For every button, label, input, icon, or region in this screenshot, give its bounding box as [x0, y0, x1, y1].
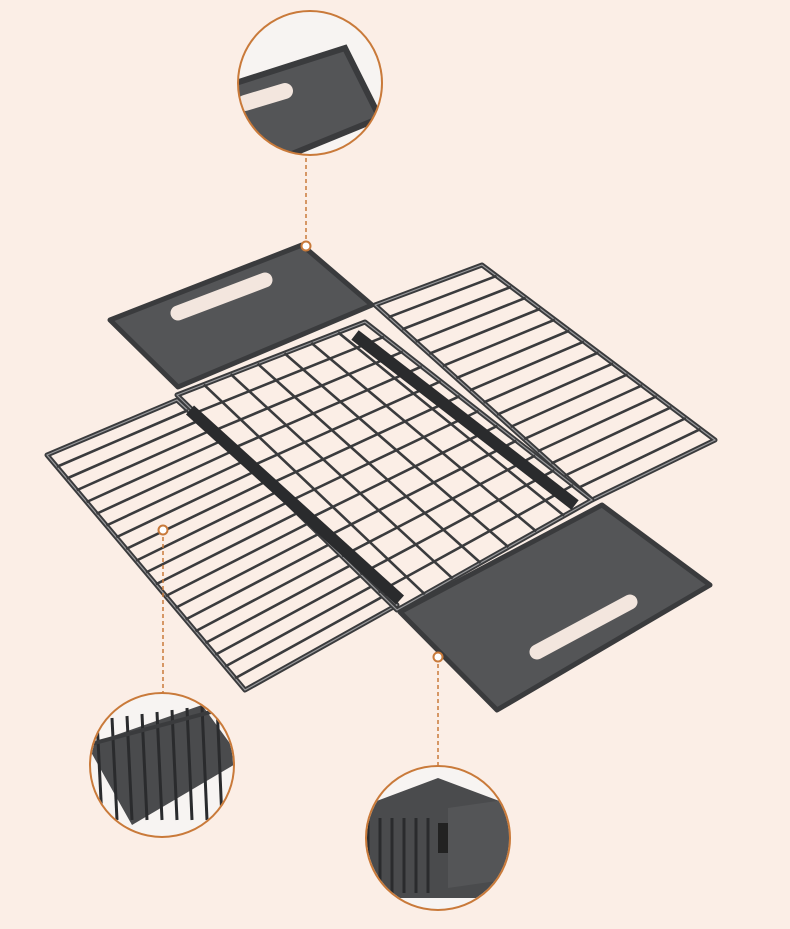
wire — [388, 274, 498, 319]
wire — [95, 450, 233, 515]
wire — [378, 484, 574, 594]
wire — [155, 511, 299, 586]
handle-slot — [170, 272, 273, 321]
handle-slot — [238, 83, 293, 111]
wire — [469, 340, 585, 392]
wire — [234, 593, 387, 680]
wire — [135, 491, 277, 562]
callouts — [89, 10, 511, 911]
wire — [214, 573, 365, 656]
wire — [194, 335, 385, 415]
wire — [170, 709, 179, 821]
callout-board-edge-detail — [237, 10, 383, 252]
callout-dot — [300, 240, 312, 252]
board-panel — [107, 242, 375, 390]
wire — [577, 427, 702, 489]
wire — [202, 383, 426, 596]
hinge-clip — [438, 823, 448, 853]
wire — [537, 395, 658, 453]
wire — [66, 419, 200, 480]
wire — [185, 707, 194, 821]
wire — [204, 562, 354, 645]
top-board — [107, 242, 375, 390]
wire — [231, 365, 423, 450]
wire — [155, 711, 164, 821]
wire — [56, 409, 189, 468]
wire — [286, 409, 480, 504]
callout-dot — [432, 651, 444, 663]
right-wire-rack — [372, 262, 718, 503]
wire — [455, 329, 570, 380]
wire — [200, 705, 209, 821]
wire — [110, 717, 119, 821]
wire — [550, 406, 672, 465]
wire — [213, 350, 404, 433]
wire — [496, 362, 614, 416]
board-side — [448, 798, 509, 888]
wire — [224, 583, 376, 668]
wire — [415, 296, 527, 343]
wire — [482, 351, 600, 404]
wire — [442, 318, 556, 368]
wire — [125, 480, 266, 551]
wire — [304, 424, 498, 522]
detail-circle-border — [365, 765, 511, 911]
wire — [215, 703, 224, 821]
left-wire-rack — [44, 397, 400, 693]
wire — [428, 307, 541, 355]
wire — [323, 439, 517, 540]
wire — [341, 454, 536, 558]
support-rail — [351, 330, 579, 510]
wire — [401, 285, 512, 331]
wire — [283, 352, 510, 549]
board-panel — [397, 502, 713, 713]
wire — [510, 373, 629, 429]
wire — [105, 460, 244, 527]
wire — [229, 373, 454, 580]
dish-rack — [44, 242, 718, 713]
wire — [256, 362, 482, 564]
rack-frame-highlight — [46, 399, 399, 691]
wire — [359, 469, 555, 576]
handle-slot — [529, 594, 638, 660]
center-wire-rack — [174, 319, 595, 613]
support-rail — [185, 405, 405, 605]
wire — [310, 341, 538, 533]
detail-circle-border — [237, 10, 383, 156]
wire — [165, 521, 310, 598]
rack-frame-highlight — [373, 264, 717, 501]
bottom-board — [397, 502, 713, 713]
wire — [523, 384, 643, 441]
wire — [145, 501, 288, 574]
wire — [337, 331, 565, 517]
callout-hinge-corner-detail — [365, 651, 511, 911]
callout-dot — [157, 524, 169, 536]
callout-wire-side-detail — [89, 524, 235, 838]
wire — [76, 429, 211, 492]
detail-circle-border — [89, 692, 235, 838]
wire — [184, 542, 332, 621]
wire — [194, 552, 343, 633]
wire — [115, 470, 255, 539]
detail-image — [367, 778, 509, 898]
wire — [249, 380, 442, 468]
wire — [86, 439, 222, 504]
wire — [175, 532, 321, 609]
wire — [564, 416, 687, 477]
wire — [268, 394, 461, 486]
